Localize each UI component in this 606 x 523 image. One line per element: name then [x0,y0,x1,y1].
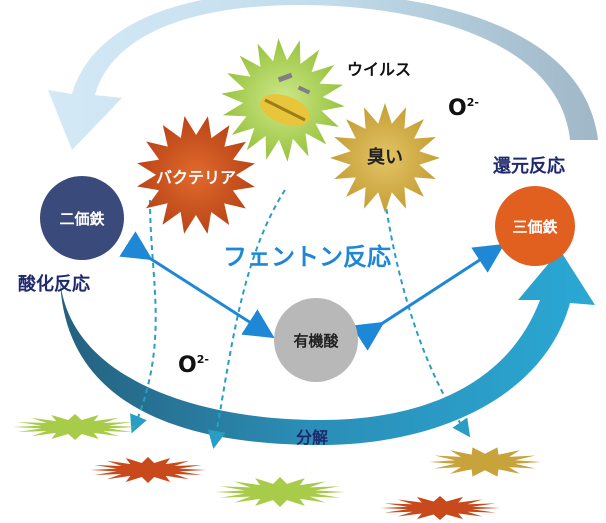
organic-acid-node [274,298,358,382]
superoxide-bottom: O2- [178,353,209,378]
virus-icon [221,38,345,162]
ferric-iron-label: 三価鉄 [512,218,557,236]
decomposition-label: 分解 [296,428,328,447]
fragment-virus-left [13,414,137,440]
superoxide-top: O2- [448,96,479,121]
bottom-cycle-arrow [60,250,595,445]
decomposed-fragments [13,414,541,520]
reduction-label: 還元反応 [493,155,565,177]
decomp-arrow-virus [207,189,286,449]
virus-label: ウイルス [347,60,411,79]
fenton-reaction-title: フェントン反応 [223,243,391,271]
fragment-bacteria-right [380,496,500,520]
bacteria-label: バクテリア [156,168,236,187]
oxidation-label: 酸化反応 [18,273,90,295]
fenton-arrows [119,231,505,351]
fragment-odor-right [429,447,541,477]
organic-acid-label: 有機酸 [293,332,339,350]
arrow-ferrous-organic [119,231,275,339]
ferric-iron-node [495,186,575,266]
fragment-virus-center [215,477,345,507]
ferrous-iron-label: 二価鉄 [59,210,104,228]
fragment-bacteria-left [90,457,206,483]
odor-icon [330,103,440,213]
odor-label: 臭い [367,146,403,168]
ferrous-iron-node [40,176,124,260]
bacteria-icon [137,116,255,234]
arrow-ferric-organic [351,243,505,351]
